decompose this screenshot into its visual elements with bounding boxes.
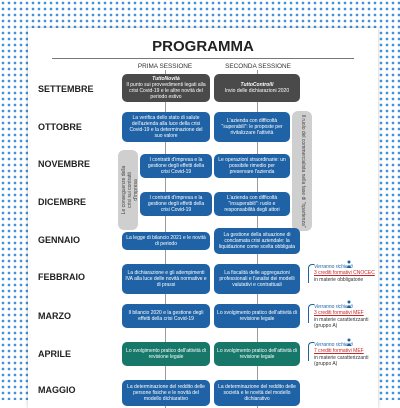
session-box: La legge di bilancio 2021 e le novità di… [122, 232, 210, 250]
person-icon [346, 260, 352, 268]
month-novembre: NOVEMBRE [38, 159, 91, 169]
session-box: La determinazione del reddito delle soci… [214, 380, 300, 406]
credits-bracket [308, 304, 314, 323]
session-box: Lo svolgimento pratico dell'attività di … [214, 304, 300, 328]
session-box: La fiscalità delle aggregazioni professi… [214, 264, 300, 294]
month-aprile: APRILE [38, 349, 72, 359]
session-box: La dichiarazione e gli adempimenti IVA a… [122, 264, 210, 294]
session-box: La gestione della situazione di conclama… [214, 228, 300, 254]
side-bar-left [118, 150, 138, 230]
session-box: L'azienda con difficoltà "superabili": l… [214, 112, 290, 142]
month-maggio: MAGGIO [38, 385, 76, 395]
month-ottobre: OTTOBRE [38, 122, 82, 132]
month-febbraio: FEBBRAIO [38, 272, 85, 282]
session-box: L'azienda con difficoltà "insuperabili":… [214, 192, 290, 216]
session-box: Lo svolgimento pratico dell'attività di … [214, 342, 300, 366]
person-icon [346, 338, 352, 346]
session-box: I contratti d'impresa e la gestione degl… [140, 192, 212, 216]
person-icon [346, 300, 352, 308]
session-box: Le operazioni straordinarie: un possibil… [214, 154, 290, 178]
session-box: La determinazione del reddito delle pers… [122, 380, 210, 406]
program-sheet: PROGRAMMA PRIMA SESSIONE SECONDA SESSION… [28, 28, 378, 408]
credits-bracket [308, 342, 314, 361]
month-dicembre: DICEMBRE [38, 197, 87, 207]
column-header-second: SECONDA SESSIONE [225, 63, 291, 70]
title-divider [52, 58, 354, 59]
month-marzo: MARZO [38, 311, 71, 321]
credits-bracket [308, 264, 314, 283]
session-box: Il bilancio 2020 e la gestione degli eff… [122, 304, 210, 328]
page-title: PROGRAMMA [152, 38, 254, 55]
side-label-right: Il ruolo del commercialista nella fase d… [300, 114, 306, 228]
session-box: Lo svolgimento pratico dell'attività di … [122, 342, 210, 366]
side-bar-right [292, 111, 312, 231]
month-gennaio: GENNAIO [38, 235, 81, 245]
session-box: La verifica dello stato di salute dell'a… [122, 112, 210, 142]
session-box: I contratti d'impresa e la gestione degl… [140, 154, 212, 178]
month-settembre: SETTEMBRE [38, 84, 94, 94]
credits-note-febbraio: Verranno richiesti 3 crediti formativi C… [314, 264, 375, 283]
credits-note-aprile: Verranno richiesti 7 crediti formativi M… [314, 342, 369, 367]
credits-note-marzo: Verranno richiesti 3 crediti formativi M… [314, 304, 369, 329]
column-header-first: PRIMA SESSIONE [137, 63, 193, 70]
